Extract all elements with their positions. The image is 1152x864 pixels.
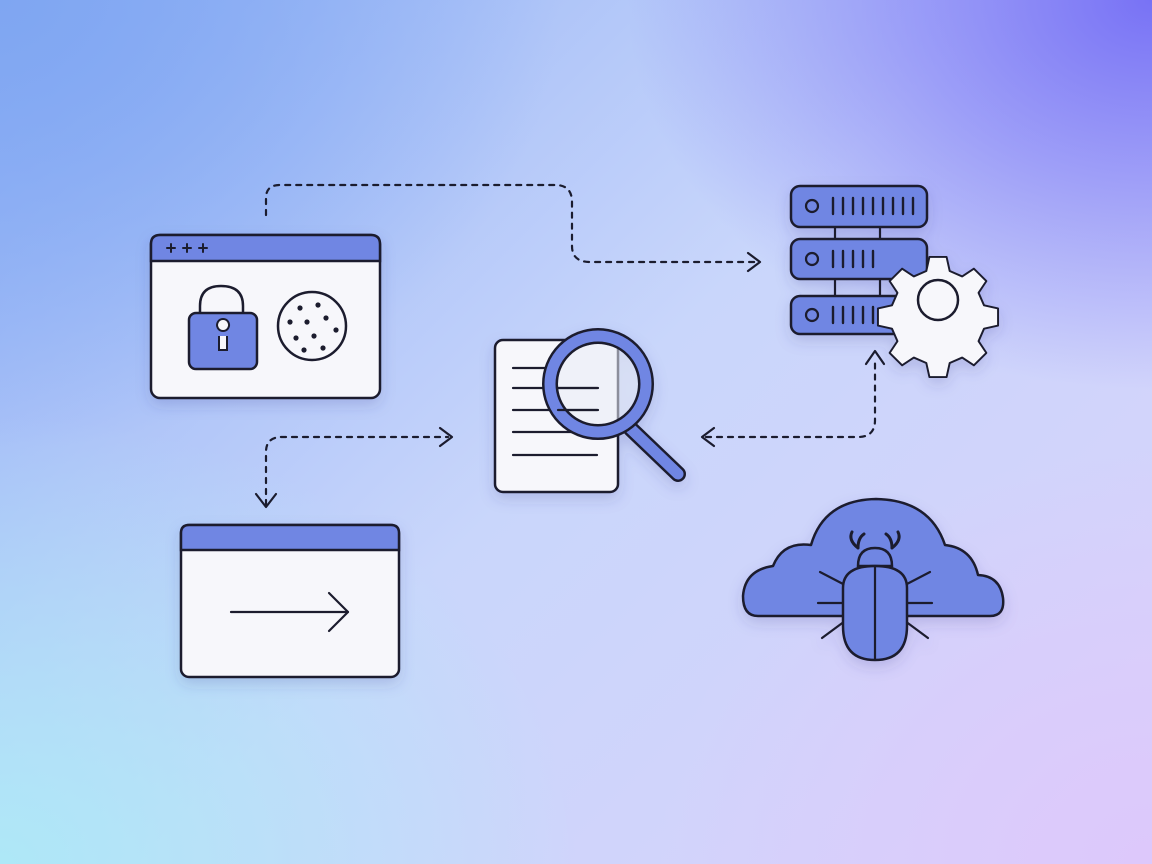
arrowhead-right-icon: [746, 251, 762, 273]
secure-browser-window: [149, 233, 382, 400]
document-inspection: [493, 328, 686, 494]
cookie-icon: [276, 290, 348, 362]
arrowhead-left-icon: [700, 426, 716, 448]
connector-server-to-document: [704, 356, 877, 439]
connector-browser-to-server: [264, 183, 760, 264]
window-controls-icon: [166, 243, 208, 253]
bug-icon: [816, 530, 934, 662]
cloud-bug: [741, 497, 1005, 662]
server-configuration: [789, 184, 1000, 379]
gear-icon: [876, 255, 1000, 379]
padlock-icon: [187, 284, 259, 371]
redirect-window: [179, 523, 401, 679]
right-arrow-icon: [229, 591, 350, 633]
magnifying-glass-icon: [542, 328, 686, 482]
arrowhead-down-icon: [254, 492, 278, 509]
arrowhead-right-icon: [438, 426, 454, 448]
arrowhead-up-icon: [864, 349, 886, 366]
connector-redirect-to-document: [264, 435, 450, 507]
